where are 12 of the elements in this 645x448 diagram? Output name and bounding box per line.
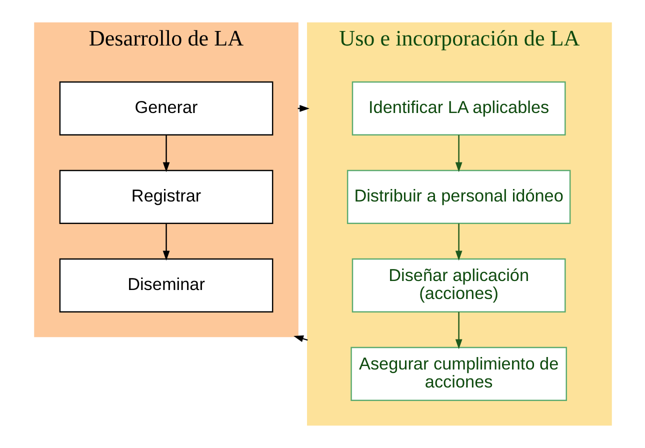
node-box: Asegurar cumplimiento de acciones (350, 346, 566, 401)
node-box: Generar (58, 81, 273, 136)
node-box: Registrar (58, 170, 273, 224)
arrow (162, 224, 170, 261)
arrow (454, 312, 462, 350)
arrow (162, 135, 170, 172)
node-box: Diseminar (58, 258, 273, 312)
node-box: Distribuir a personal idóneo (346, 170, 570, 224)
node-box: Identificar LA aplicables (351, 81, 566, 136)
arrow (454, 224, 462, 261)
arrow (454, 135, 462, 172)
node-box: Diseñar aplicación (acciones) (351, 258, 566, 312)
